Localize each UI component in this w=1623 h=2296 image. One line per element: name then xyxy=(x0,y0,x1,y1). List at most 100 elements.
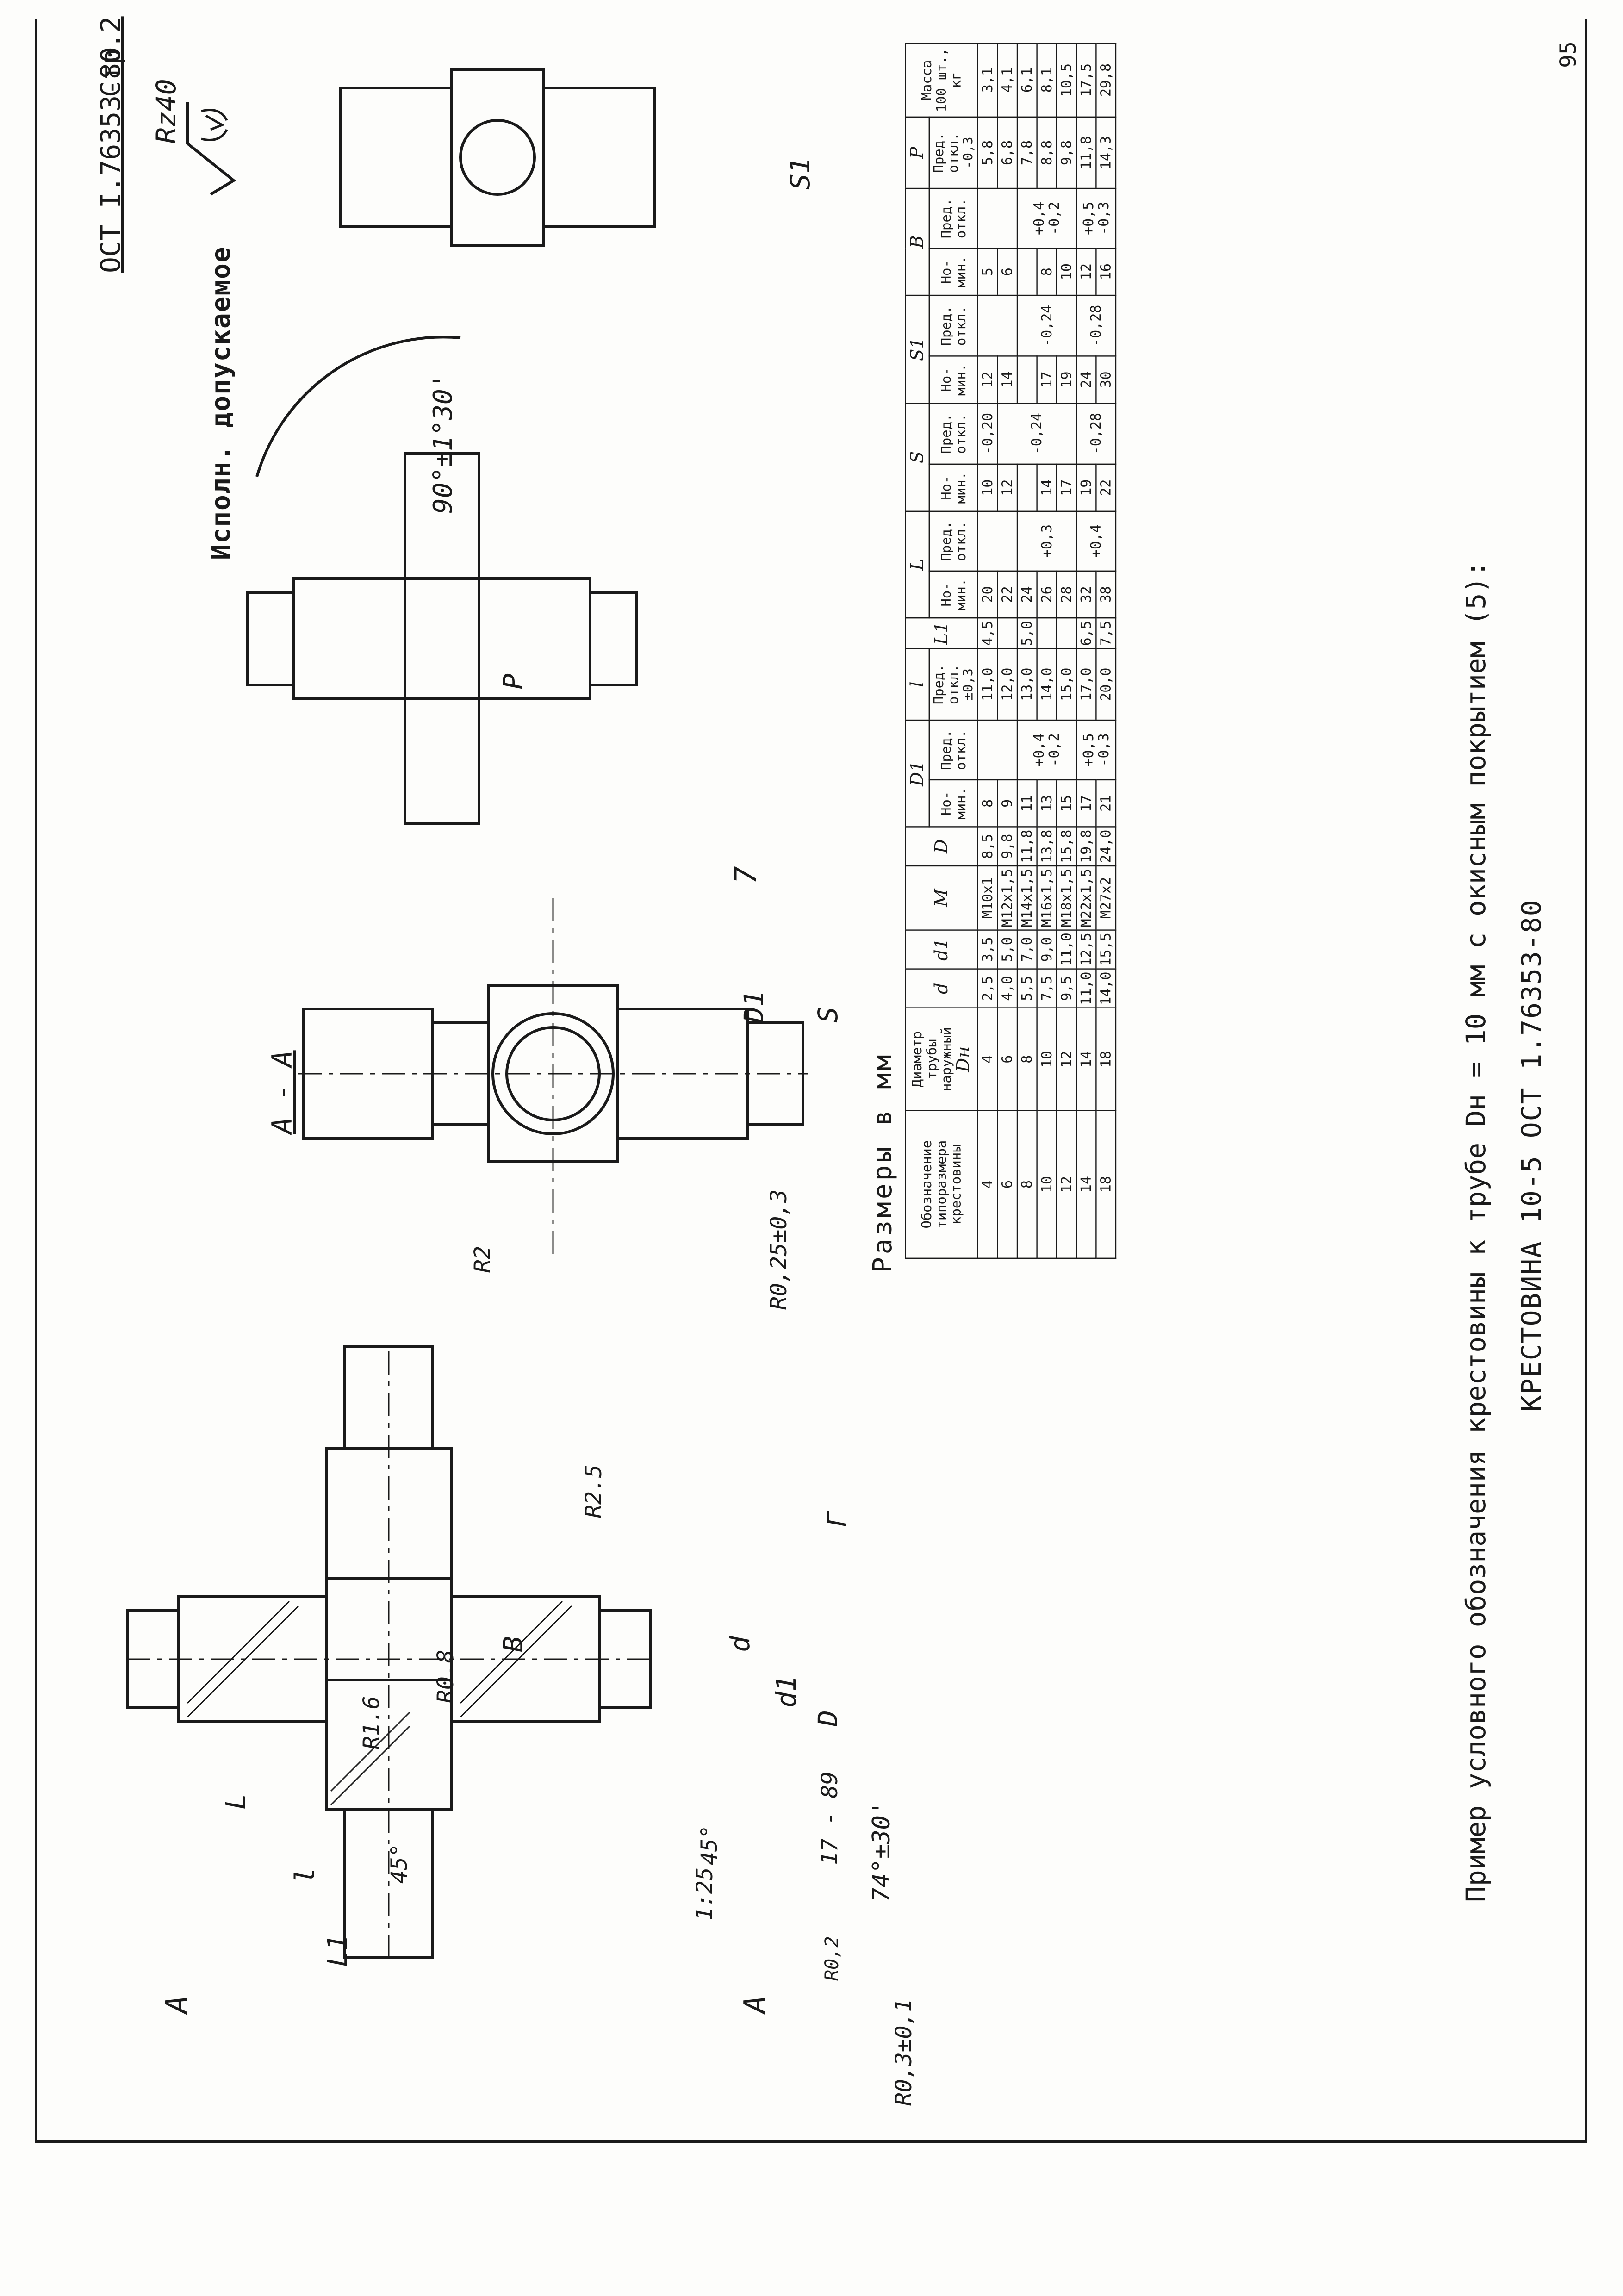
cell-D: 15,8 xyxy=(1057,827,1076,866)
cell-mass: 6,1 xyxy=(1017,43,1037,117)
label-d: d xyxy=(724,1636,756,1652)
cell-S1: 12 xyxy=(977,356,998,404)
label-P: P xyxy=(497,673,529,690)
col-d1: d1 xyxy=(905,930,978,969)
col-pipe-diameter-label: Диаметр трубы наружный xyxy=(909,1027,954,1092)
sub-dev: Пред. откл. xyxy=(929,295,978,356)
cell-d: 2,5 xyxy=(977,969,998,1008)
cell-d1: 7,0 xyxy=(1017,930,1037,969)
cell-S: 17 xyxy=(1057,464,1076,511)
cell-dn: 10 xyxy=(1037,1008,1057,1111)
cell-S: 10 xyxy=(977,464,998,511)
rotated-sheet: ОСТ I.76353-80 Стр.2 Rz40 Исполн. допуск… xyxy=(35,16,1587,2143)
cell-L1 xyxy=(1057,618,1076,649)
cell-d: 9,5 xyxy=(1057,969,1076,1008)
label-R25: R2.5 xyxy=(581,1464,607,1518)
cell-L1 xyxy=(1037,618,1057,649)
cell-S-dev: -0,28 xyxy=(1076,403,1116,464)
cell-designation: 8 xyxy=(1017,1110,1037,1258)
cell-L: 22 xyxy=(997,571,1017,618)
cell-L1: 4,5 xyxy=(977,618,998,649)
cell-l: 11,0 xyxy=(977,648,998,720)
cell-S1-dev xyxy=(977,295,1017,356)
label-L: L xyxy=(220,1793,251,1810)
cell-D1: 8 xyxy=(977,780,998,827)
cell-D: 24,0 xyxy=(1096,827,1116,866)
col-L: L xyxy=(905,511,930,618)
sub-dev: Пред. откл. xyxy=(929,188,978,249)
sub-dev-P: Пред. откл. -0,3 xyxy=(929,117,978,189)
cell-designation: 4 xyxy=(977,1110,998,1258)
label-R025: R0,25±0,3 xyxy=(766,1189,792,1310)
cell-P: 14,3 xyxy=(1096,117,1116,189)
label-L1: L1 xyxy=(322,1935,353,1967)
col-B: В xyxy=(905,188,930,295)
roughness-mark: Rz40 xyxy=(150,79,182,143)
page-label: Стр.2 xyxy=(95,16,126,97)
main-view-drawing xyxy=(126,1345,652,1959)
cell-S1-dev: -0,28 xyxy=(1076,295,1116,356)
col-pipe-symbol: Dн xyxy=(953,1046,974,1072)
cell-M: М18х1,5 xyxy=(1057,865,1076,930)
cell-S1: 19 xyxy=(1057,356,1076,404)
sub-dev: Пред. откл. xyxy=(929,403,978,464)
cell-D: 19,8 xyxy=(1076,827,1096,866)
cell-dn: 18 xyxy=(1096,1008,1116,1111)
label-d1: d1 xyxy=(771,1675,802,1708)
cell-D1-dev: +0,4 -0,2 xyxy=(1017,720,1076,780)
sub-nom: Но- мин. xyxy=(929,780,978,827)
cell-L: 26 xyxy=(1037,571,1057,618)
table-caption: Размеры в мм xyxy=(868,1052,898,1273)
label-R16: R1.6 xyxy=(359,1696,385,1749)
label-a-left: А xyxy=(160,1995,194,2013)
cell-L: 28 xyxy=(1057,571,1076,618)
cell-d1: 15,5 xyxy=(1096,930,1116,969)
cell-d: 14,0 xyxy=(1096,969,1116,1008)
cell-mass: 4,1 xyxy=(997,43,1017,117)
sub-nom: Но- мин. xyxy=(929,356,978,404)
cell-S1: 30 xyxy=(1096,356,1116,404)
cell-D1-dev xyxy=(977,720,1017,780)
label-R08: R0.8 xyxy=(433,1649,459,1703)
page-frame xyxy=(35,19,1587,2143)
cell-dn: 12 xyxy=(1057,1008,1076,1111)
cell-S: 12 xyxy=(997,464,1017,511)
label-R2: R2 xyxy=(470,1246,496,1273)
cell-B: 12 xyxy=(1076,248,1096,295)
cell-d: 5,5 xyxy=(1017,969,1037,1008)
cell-M: М14х1,5 xyxy=(1017,865,1037,930)
cell-S: 22 xyxy=(1096,464,1116,511)
table-header-row-1: Обозначение типоразмера крестовины Диаме… xyxy=(905,43,978,1258)
sub-nom: Но- мин. xyxy=(929,571,978,618)
col-L1: L1 xyxy=(905,618,978,649)
label-S: S xyxy=(812,1007,844,1023)
sub-dev-l: Пред. откл. ±0,3 xyxy=(929,648,978,720)
label-R02: R0,2 xyxy=(821,1936,843,1981)
cell-d: 7,5 xyxy=(1037,969,1057,1008)
cell-L: 32 xyxy=(1076,571,1096,618)
cell-B-dev: +0,5 -0,3 xyxy=(1076,188,1116,249)
col-d: d xyxy=(905,969,978,1008)
cell-D1: 13 xyxy=(1037,780,1057,827)
cell-dn: 8 xyxy=(1017,1008,1037,1111)
dimensions-table: Обозначение типоразмера крестовины Диаме… xyxy=(905,43,1116,1259)
cell-d: 4,0 xyxy=(997,969,1017,1008)
cell-d1: 5,0 xyxy=(997,930,1017,969)
designation-example: Пример условного обозначения крестовины … xyxy=(1460,560,1492,1902)
cell-B: 10 xyxy=(1057,248,1076,295)
cell-M: М10х1 xyxy=(977,865,998,930)
col-S1: S1 xyxy=(905,295,930,404)
cell-P: 5,8 xyxy=(977,117,998,189)
cell-L-dev xyxy=(977,511,1017,571)
cell-mass: 3,1 xyxy=(977,43,998,117)
cell-dn: 6 xyxy=(997,1008,1017,1111)
cell-l: 13,0 xyxy=(1017,648,1037,720)
cell-L1: 6,5 xyxy=(1076,618,1096,649)
label-45a: 45° xyxy=(386,1843,412,1884)
col-l: l xyxy=(905,648,930,720)
label-B: В xyxy=(497,1636,529,1652)
section-drawing xyxy=(298,893,808,1254)
cell-d1: 3,5 xyxy=(977,930,998,969)
col-D: D xyxy=(905,827,978,866)
